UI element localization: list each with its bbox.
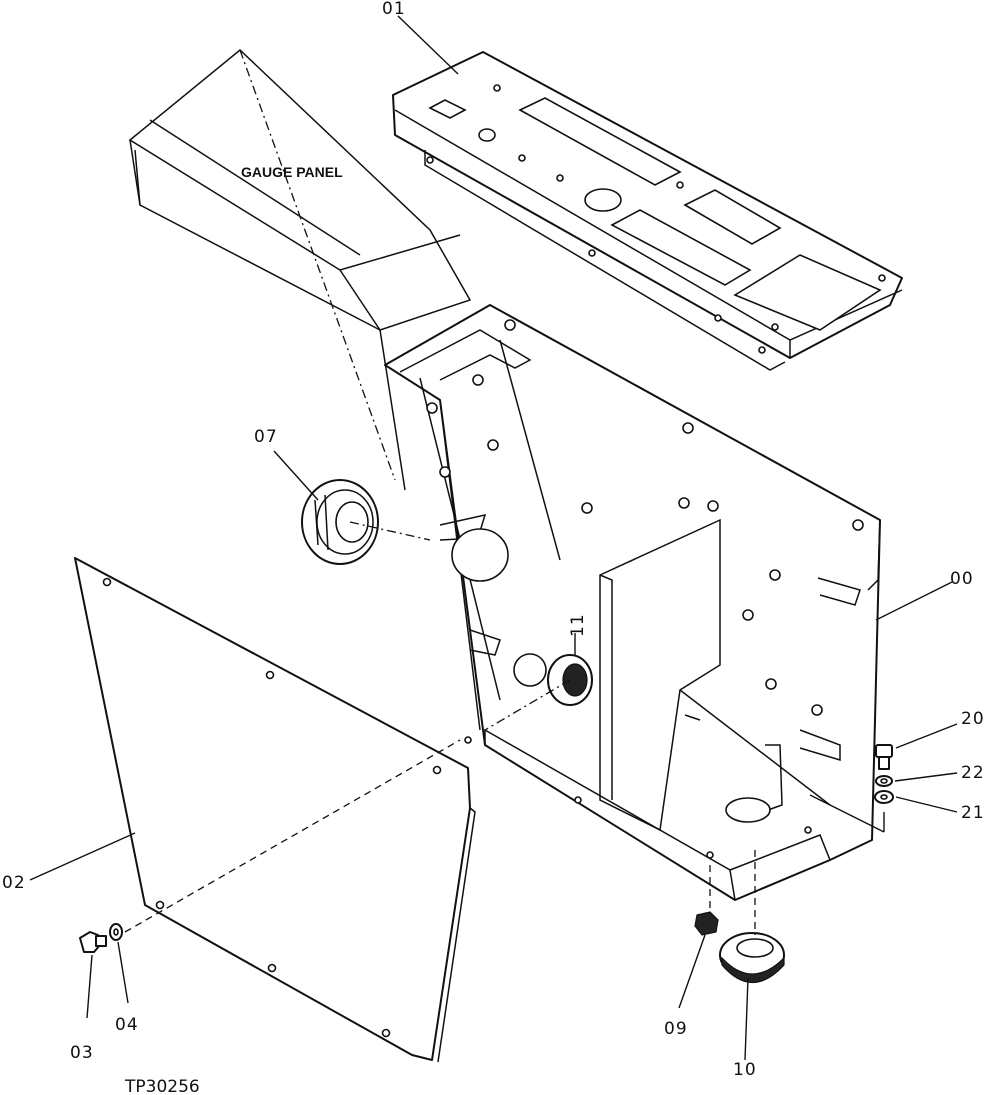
callout-01: 01	[382, 0, 406, 19]
callout-10: 10	[733, 1060, 757, 1080]
callout-21: 21	[961, 803, 985, 823]
washer-21	[874, 790, 894, 804]
callout-07: 07	[254, 427, 278, 447]
assembly-lines	[124, 49, 885, 935]
grommet-10	[719, 932, 785, 984]
callout-00: 00	[950, 569, 974, 589]
screw-03	[79, 931, 107, 953]
washer-04	[109, 923, 123, 941]
side-cover-panel	[74, 557, 476, 1063]
grommet-07	[301, 479, 379, 565]
callout-11: 11	[568, 613, 588, 637]
callout-22: 22	[961, 763, 985, 783]
callout-02: 02	[2, 873, 26, 893]
nut-09	[694, 911, 719, 936]
top-cover-plate	[392, 51, 903, 371]
figure-id: TP30256	[124, 1077, 200, 1095]
callout-09: 09	[664, 1019, 688, 1039]
callout-04: 04	[115, 1015, 139, 1035]
bolt-20	[875, 744, 893, 770]
callout-03: 03	[70, 1043, 94, 1063]
leader-lines	[29, 15, 958, 1061]
gauge-panel-housing: GAUGE PANEL	[128, 49, 472, 491]
washer-22	[875, 775, 893, 787]
callout-20: 20	[961, 709, 985, 729]
gauge-panel-label: GAUGE PANEL	[241, 164, 343, 180]
console-frame	[384, 304, 881, 901]
